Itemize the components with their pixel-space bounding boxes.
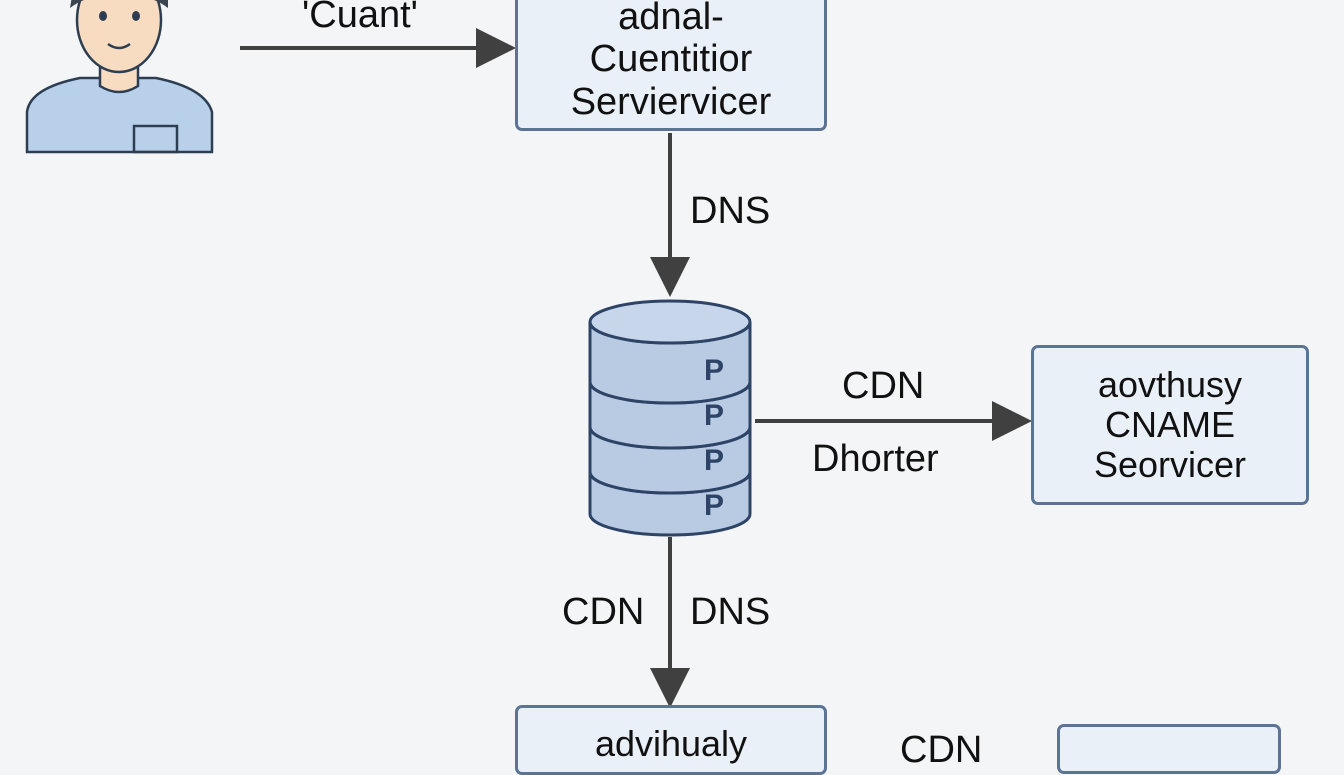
db-slice-label: P (704, 489, 724, 522)
edge-label-cdn-right: CDN (842, 365, 925, 407)
user-avatar (25, 0, 214, 154)
edge-label-cdn-bottom: CDN (900, 729, 983, 771)
db-slice-label: P (704, 444, 724, 477)
connectors-layer (240, 28, 1032, 708)
cname-service-line: CNAME (1104, 403, 1235, 445)
top-service-line: adnal- (618, 0, 724, 38)
edge-label-dns-down: DNS (690, 591, 771, 633)
cname-service-line: Seorvicer (1093, 444, 1247, 486)
user-mouth (107, 42, 131, 50)
top-service-line: Serviervicer (570, 80, 772, 123)
bottom-service-box: advihualy (515, 705, 827, 775)
bottom-service-line: advihualy (594, 723, 748, 764)
cname-service-box: aovthusy CNAME Seorvicer (1031, 345, 1309, 505)
user-label: 'Cuant' (302, 0, 418, 36)
db-slice-label: P (704, 399, 724, 432)
db-top (588, 299, 752, 345)
user-body (25, 76, 214, 154)
edge-label-dhorter: Dhorter (812, 438, 939, 480)
edge-label-dns-top: DNS (690, 190, 771, 232)
bottom-right-box (1057, 724, 1281, 774)
user-hair (70, 0, 168, 8)
top-service-box: adnal- Cuentitior Serviervicer (515, 0, 827, 131)
edge-label-cdn-down: CDN (562, 591, 645, 633)
top-service-line: Cuentitior (589, 38, 753, 81)
user-face (75, 0, 163, 74)
database-cylinder: P P P P (588, 299, 752, 537)
db-slice-label: P (704, 354, 724, 387)
user-eye-left (99, 11, 107, 21)
user-eye-right (132, 11, 140, 21)
cname-service-line: aovthusy (1097, 363, 1243, 405)
user-pocket (132, 124, 179, 154)
